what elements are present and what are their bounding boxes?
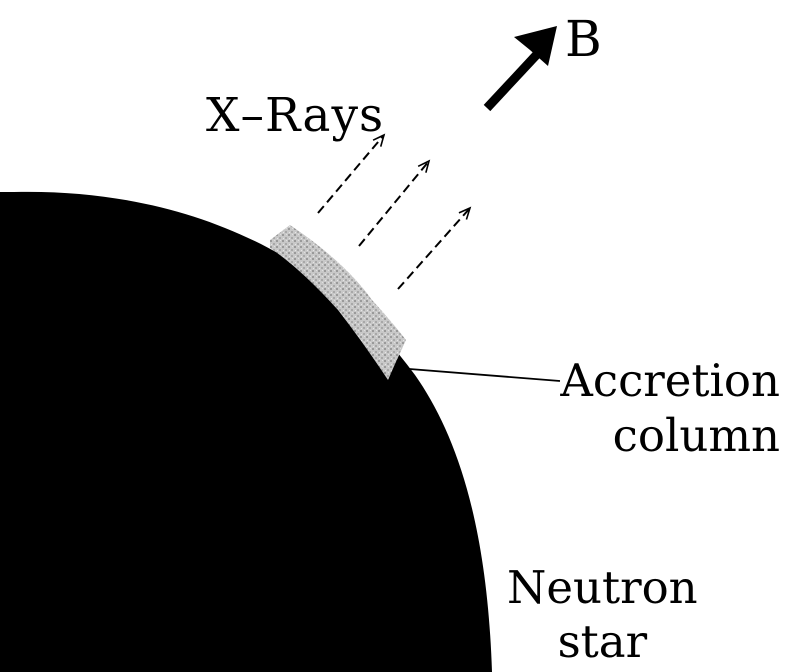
b-field-label: B [565, 10, 602, 68]
neutron-star-label: Neutron star [507, 561, 698, 669]
accretion-leader-line [396, 367, 561, 382]
accretion-label-line2: column [612, 409, 780, 462]
neutron-label-line2: star [557, 615, 648, 668]
xrays-label: X–Rays [206, 88, 385, 143]
xray-arrow-icon [317, 133, 386, 214]
neutron-label-line1: Neutron [507, 561, 698, 614]
neutron-star-body [0, 191, 492, 672]
accretion-label-line1: Accretion [560, 354, 780, 407]
b-field-arrow-icon [483, 26, 557, 112]
xray-arrow-icon [358, 159, 431, 247]
xray-arrow-icon [397, 206, 472, 290]
accretion-column-label: Accretion column [560, 353, 780, 463]
accretion-column [270, 225, 406, 380]
